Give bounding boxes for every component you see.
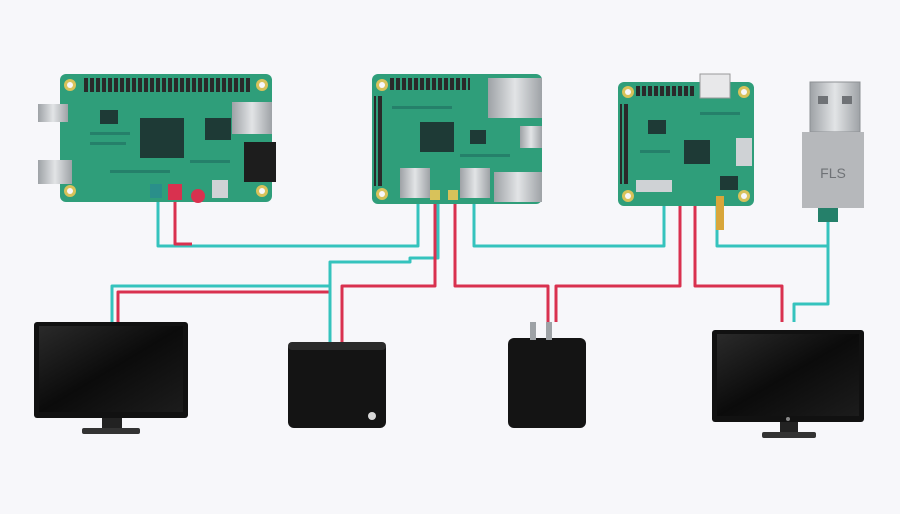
usb-connector — [809, 81, 861, 133]
red-connector — [168, 184, 182, 200]
wire-cyan-board3-usb — [715, 204, 830, 248]
usb-stick-label: FLS — [820, 165, 846, 181]
board-1 — [38, 74, 276, 203]
soc-chip — [684, 140, 710, 164]
wire-cyan-board1-board2 — [156, 196, 420, 248]
gpio-header — [390, 78, 470, 90]
black-box-1 — [288, 342, 386, 428]
monitor-left — [34, 322, 188, 434]
gpio-header — [82, 78, 250, 92]
wire-cyan-board2-monitor-left — [110, 200, 440, 322]
wire-red-board3-box2 — [554, 204, 682, 322]
wire-red-board3-monitor-right — [693, 204, 784, 322]
ethernet-port — [488, 78, 542, 118]
usb-c-port — [699, 73, 731, 99]
ethernet-port — [232, 102, 272, 134]
usb-port — [400, 168, 430, 198]
gpio-header — [636, 86, 694, 96]
board-3 — [618, 73, 754, 230]
wire-red-board2-monitor-left — [120, 200, 432, 286]
wire-cyan-board2-board3 — [472, 200, 666, 248]
usb-port — [244, 142, 276, 182]
soc-chip — [140, 118, 184, 158]
status-led — [368, 412, 376, 420]
wire-red-board2-box2 — [453, 200, 550, 322]
monitor-right — [712, 330, 864, 438]
board-2 — [372, 74, 542, 204]
wire-red-monitor-left — [116, 290, 330, 322]
wire-cyan-usb-monitor-right — [792, 246, 830, 322]
usb-flash-drive: FLS — [802, 81, 864, 222]
wire-red-board1 — [173, 198, 192, 246]
black-box-2 — [508, 322, 586, 428]
usb-body — [802, 132, 864, 208]
soc-chip — [420, 122, 454, 152]
wire-red-board2-box1 — [340, 200, 437, 342]
usb-port — [460, 168, 490, 198]
